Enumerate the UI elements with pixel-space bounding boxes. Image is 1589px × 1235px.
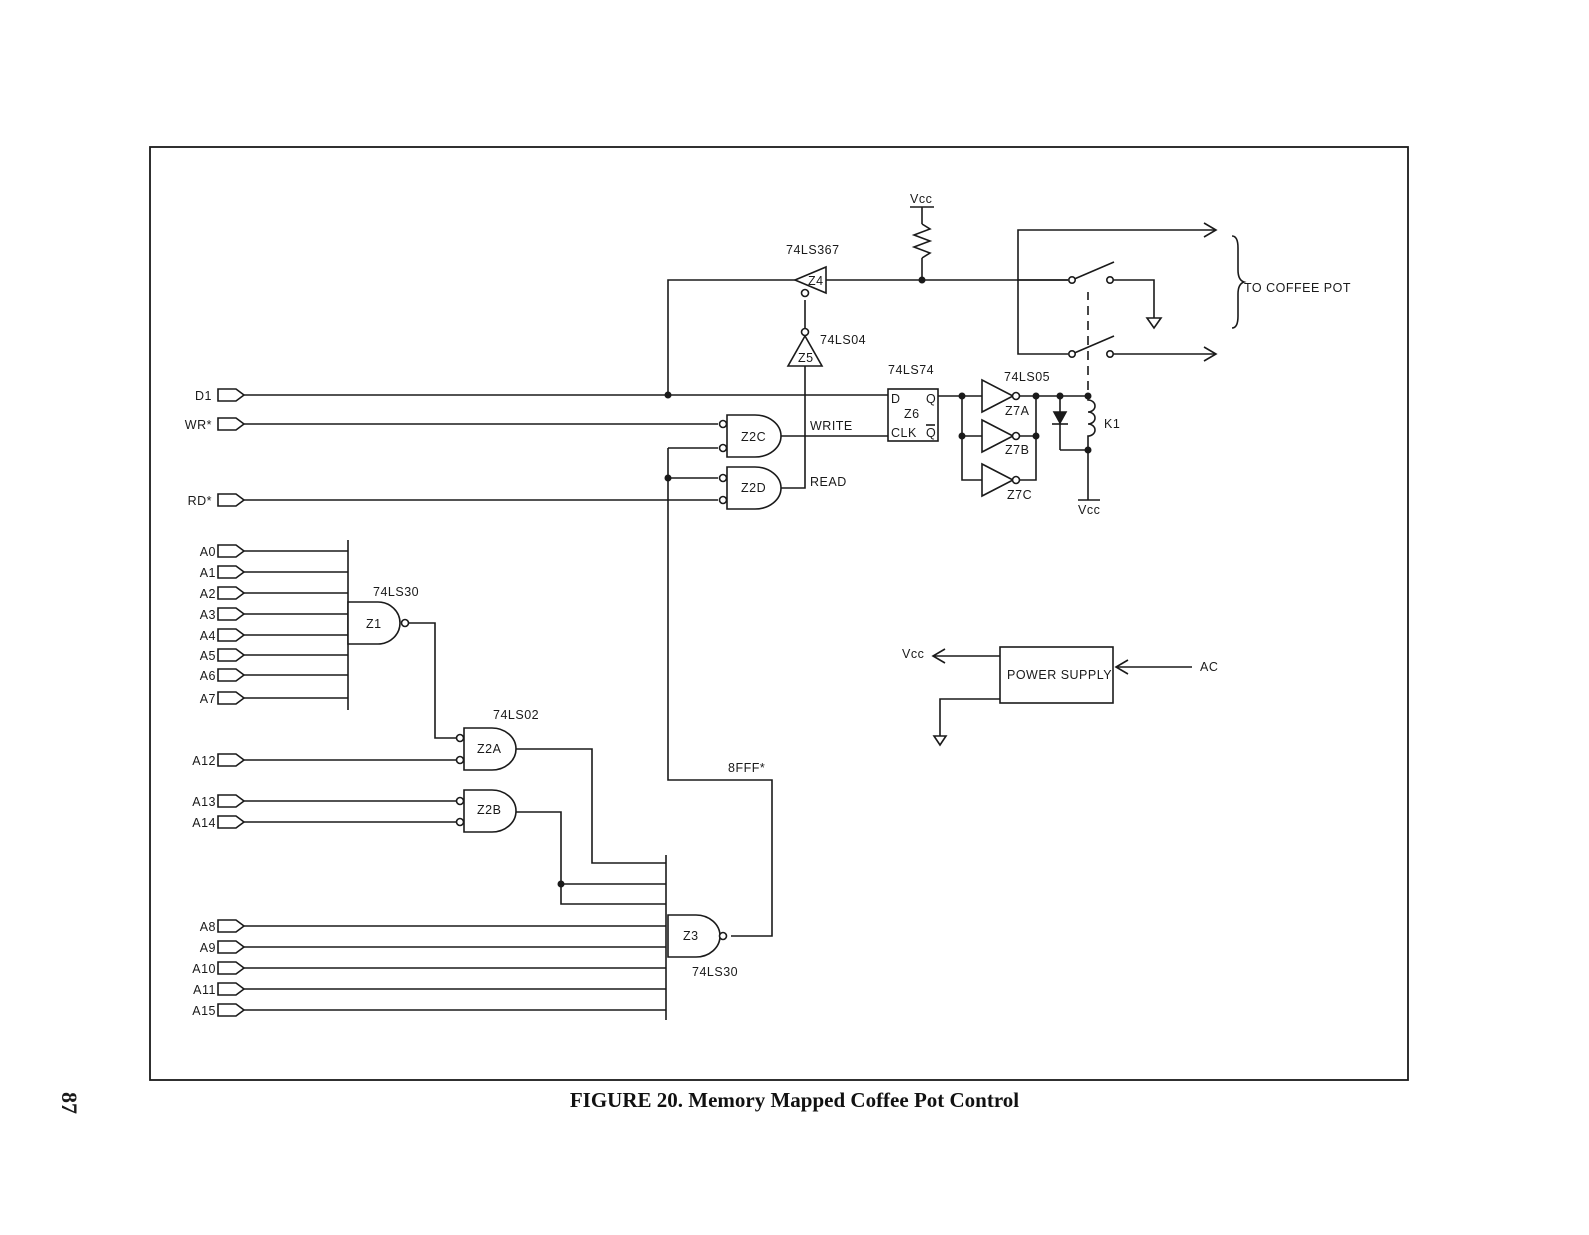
label-a6: A6	[200, 669, 216, 683]
z7c-name: Z7C	[1007, 488, 1032, 502]
z3-type: 74LS30	[692, 965, 738, 979]
z2-type: 74LS02	[493, 708, 539, 722]
junction-dots	[558, 277, 1092, 888]
label-rd: RD*	[188, 494, 212, 508]
z6-clk-pin: CLK	[891, 426, 917, 440]
label-a10: A10	[192, 962, 216, 976]
z7-type: 74LS05	[1004, 370, 1050, 384]
z1-type: 74LS30	[373, 585, 419, 599]
label-a12: A12	[192, 754, 216, 768]
label-a8: A8	[200, 920, 216, 934]
label-a15: A15	[192, 1004, 216, 1018]
z5-name: Z5	[798, 351, 814, 365]
z6-d-pin: D	[891, 392, 901, 406]
label-d1: D1	[195, 389, 212, 403]
z7b-name: Z7B	[1005, 443, 1029, 457]
net-read: READ	[810, 475, 847, 489]
label-a11: A11	[193, 983, 216, 997]
ac-input: AC	[1200, 660, 1218, 674]
z5-type: 74LS04	[820, 333, 866, 347]
input-connectors	[218, 389, 244, 1016]
z2b-name: Z2B	[477, 803, 501, 817]
k1-name: K1	[1104, 417, 1120, 431]
figure-caption: FIGURE 20. Memory Mapped Coffee Pot Cont…	[0, 1088, 1589, 1113]
z6-type: 74LS74	[888, 363, 934, 377]
z6-qbar-pin: Q	[926, 426, 936, 440]
z2c-name: Z2C	[741, 430, 766, 444]
label-a4: A4	[200, 629, 216, 643]
power-supply-label: POWER SUPPLY	[1007, 668, 1112, 682]
label-a5: A5	[200, 649, 216, 663]
z2a-name: Z2A	[477, 742, 502, 756]
label-a3: A3	[200, 608, 216, 622]
label-a7: A7	[200, 692, 216, 706]
to-coffee-pot: TO COFFEE POT	[1244, 281, 1351, 295]
z4-name: Z4	[808, 274, 824, 288]
relay-contacts	[1018, 223, 1244, 361]
vcc-pullup: Vcc	[910, 192, 932, 206]
z4-type: 74LS367	[786, 243, 840, 257]
label-wr: WR*	[185, 418, 212, 432]
z3-inputs	[244, 749, 666, 1020]
z1-inputs	[244, 540, 348, 710]
net-8fff: 8FFF*	[728, 761, 765, 775]
wires-control	[244, 207, 1068, 936]
z4-enable-bubble	[802, 290, 809, 297]
net-write: WRITE	[810, 419, 853, 433]
vcc-k1: Vcc	[1078, 503, 1100, 517]
z5-bubble	[802, 329, 809, 336]
z6-q-pin: Q	[926, 392, 936, 406]
z2d-name: Z2D	[741, 481, 766, 495]
z3-name: Z3	[683, 929, 699, 943]
page-number: 87	[56, 1092, 82, 1114]
z7a-name: Z7A	[1005, 404, 1030, 418]
z6-name: Z6	[904, 407, 920, 421]
label-a14: A14	[192, 816, 216, 830]
label-a2: A2	[200, 587, 216, 601]
label-a1: A1	[200, 566, 216, 580]
vcc-supply: Vcc	[902, 647, 924, 661]
label-a0: A0	[200, 545, 216, 559]
label-a13: A13	[192, 795, 216, 809]
label-a9: A9	[200, 941, 216, 955]
z1-name: Z1	[366, 617, 382, 631]
